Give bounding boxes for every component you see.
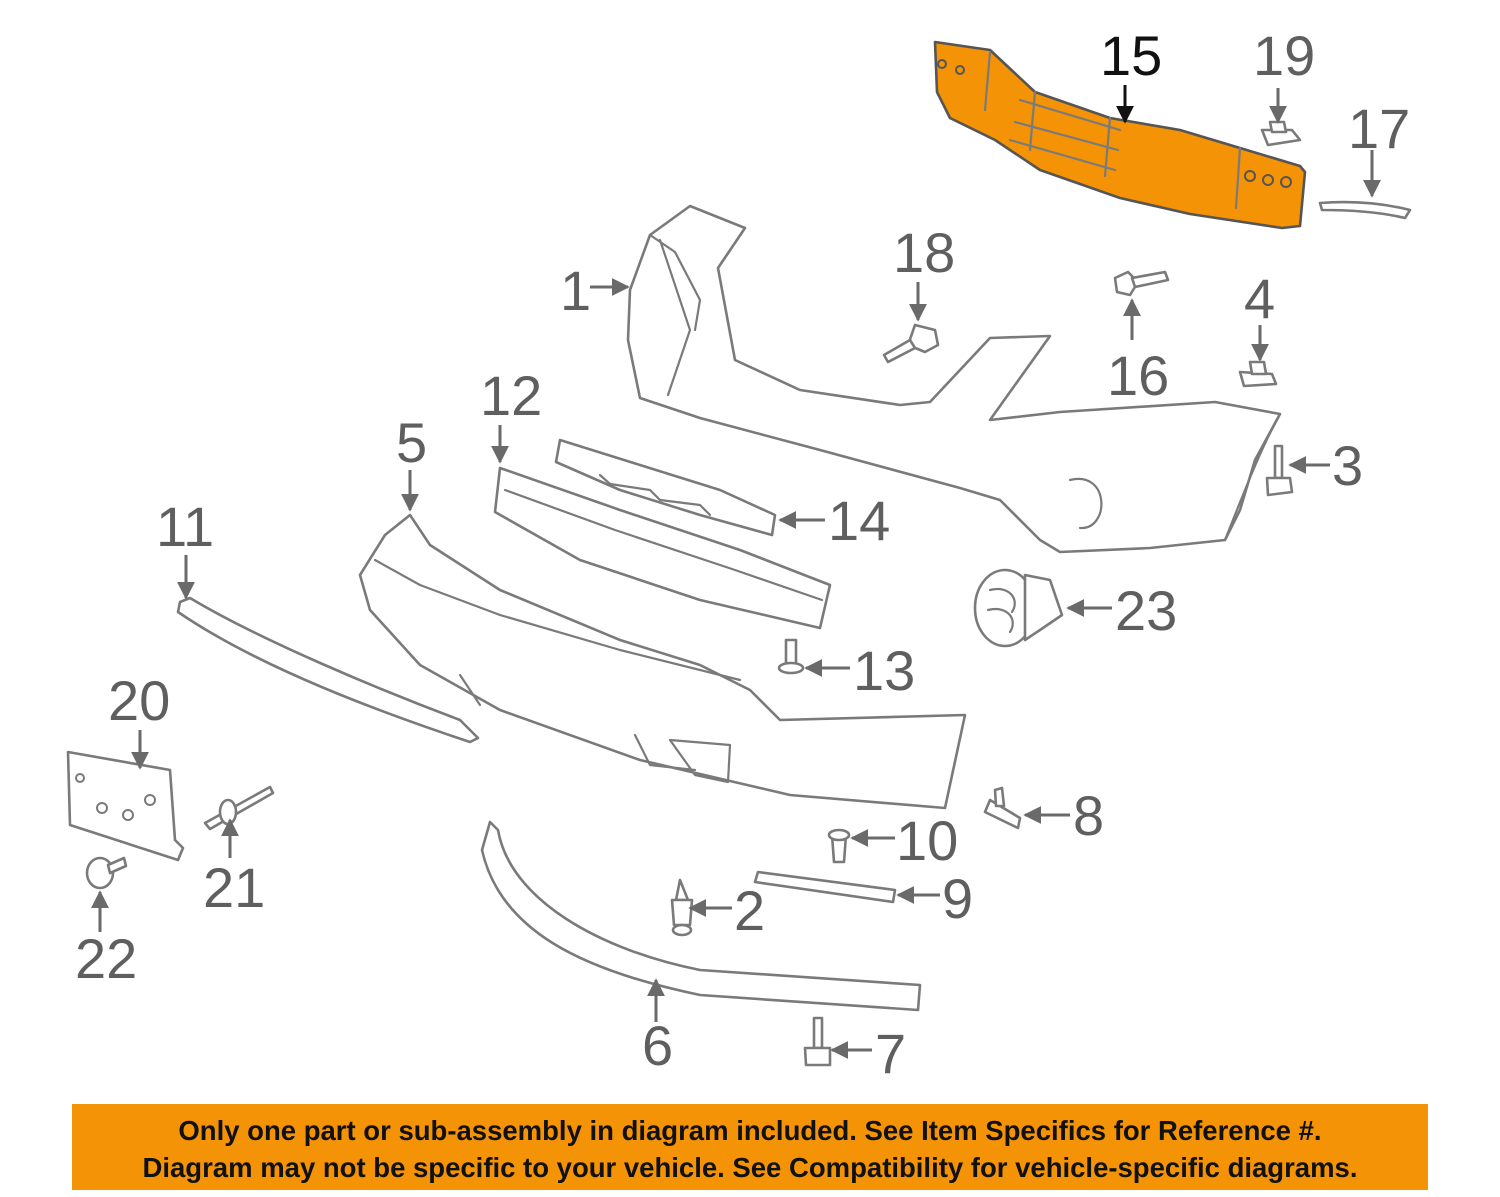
trim-strip-part-9[interactable] <box>753 870 897 904</box>
callout-8: 8 <box>1073 784 1104 847</box>
callout-2: 2 <box>734 879 765 942</box>
callout-3: 3 <box>1332 434 1363 497</box>
callout-9: 9 <box>942 867 973 930</box>
callout-22: 22 <box>75 927 137 990</box>
callout-15: 15 <box>1100 24 1162 87</box>
callout-4: 4 <box>1244 267 1275 330</box>
callout-17: 17 <box>1348 97 1410 160</box>
fastener-parts <box>85 120 1412 1067</box>
callout-13: 13 <box>853 639 915 702</box>
impact-bar-part-15[interactable] <box>933 40 1307 230</box>
callout-10: 10 <box>896 809 958 872</box>
absorber-strip-part-14[interactable] <box>554 438 777 537</box>
callout-11: 11 <box>156 495 214 558</box>
callout-1: 1 <box>560 259 591 322</box>
callout-18: 18 <box>893 221 955 284</box>
callout-20: 20 <box>108 669 170 732</box>
molding-strip-part-11[interactable] <box>176 596 480 744</box>
lower-bumper-fascia-part-5[interactable] <box>358 513 967 810</box>
license-bracket-part-20[interactable] <box>66 750 185 862</box>
upper-bumper-cover-part-1[interactable] <box>626 204 1282 554</box>
fog-lamp-bezel-part-23[interactable] <box>973 568 1064 648</box>
callout-labels: 15 19 17 1 18 16 4 3 12 5 14 11 23 13 20… <box>75 24 1410 1085</box>
leader-arrows <box>91 85 1381 1059</box>
disclaimer-line-2: Diagram may not be specific to your vehi… <box>142 1152 1358 1183</box>
callout-5: 5 <box>396 411 427 474</box>
disclaimer-line-1: Only one part or sub-assembly in diagram… <box>178 1115 1322 1146</box>
callout-23: 23 <box>1115 579 1177 642</box>
callout-21: 21 <box>203 856 265 919</box>
callout-14: 14 <box>828 489 890 552</box>
callout-6: 6 <box>642 1014 673 1077</box>
disclaimer-banner: Only one part or sub-assembly in diagram… <box>72 1104 1428 1190</box>
impact-bar-body <box>933 40 1307 230</box>
energy-absorber-part-12[interactable] <box>493 466 832 630</box>
callout-16: 16 <box>1107 344 1169 407</box>
callout-7: 7 <box>875 1022 906 1085</box>
lower-valance-part-6[interactable] <box>480 820 922 1012</box>
bumper-exploded-diagram: 15 19 17 1 18 16 4 3 12 5 14 11 23 13 20… <box>66 24 1412 1085</box>
callout-12: 12 <box>480 364 542 427</box>
callout-19: 19 <box>1253 24 1315 87</box>
